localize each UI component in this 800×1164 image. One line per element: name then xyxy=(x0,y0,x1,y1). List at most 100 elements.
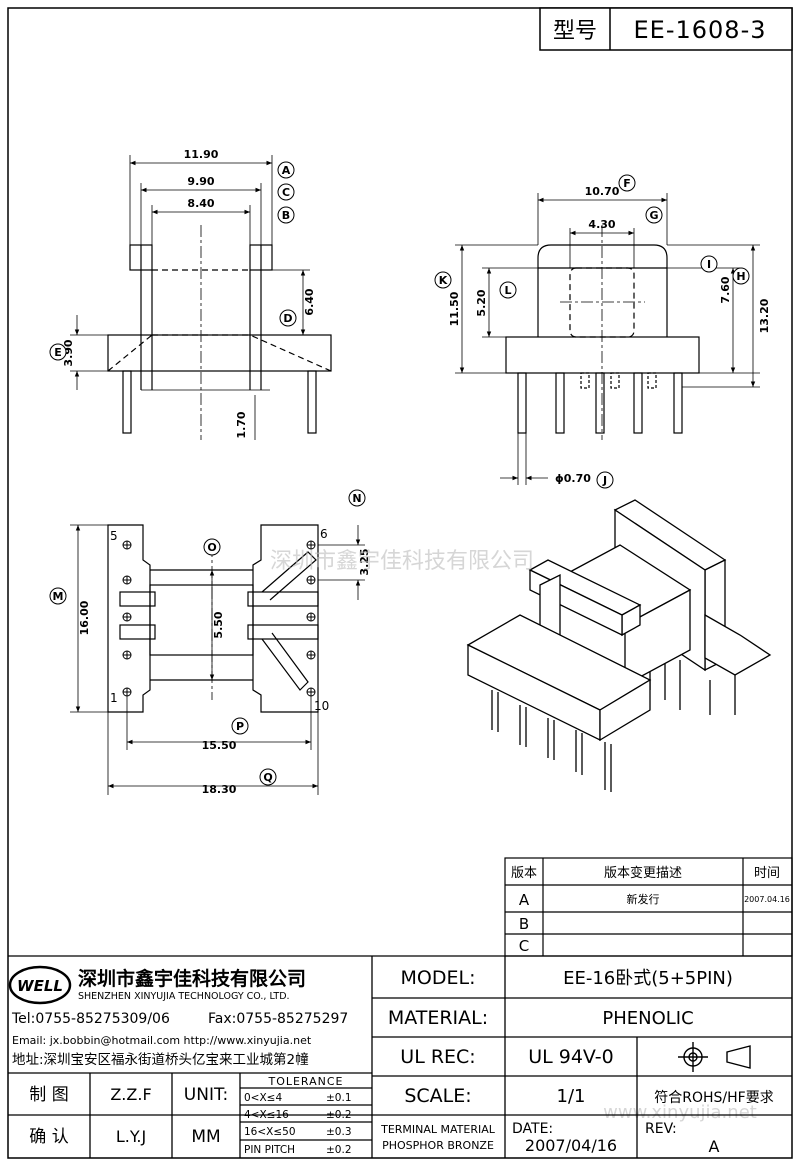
callout-h-marker xyxy=(732,267,750,285)
tolerance-value-3: ±0.3 xyxy=(326,1126,352,1138)
callout-p: P xyxy=(236,720,244,733)
side-dim-11-50: 11.50 xyxy=(448,291,461,326)
side-dim-phi: ϕ0.70 xyxy=(555,472,591,485)
callout-b-marker xyxy=(277,206,295,224)
callout-c-marker xyxy=(277,183,295,201)
callout-d-marker xyxy=(279,309,297,327)
tolerance-value-1: ±0.1 xyxy=(326,1092,352,1104)
front-dim-8-40: 8.40 xyxy=(187,197,214,210)
pin-5-label: 5 xyxy=(110,529,118,543)
confirm-label: 确 认 xyxy=(29,1127,68,1147)
tolerance-range-2: 4<X≤16 xyxy=(244,1109,289,1121)
confirm-value: L.Y.J xyxy=(116,1127,146,1146)
side-callouts: F G K L I H J xyxy=(434,174,750,489)
bottom-dim-16-00: 16.00 xyxy=(78,600,91,635)
callout-l: L xyxy=(504,284,511,297)
callout-d: D xyxy=(283,312,292,325)
callout-f: F xyxy=(623,177,631,190)
tolerance-value-2: ±0.2 xyxy=(326,1109,352,1121)
watermark-bottom: www.xinyujia.net xyxy=(603,1102,757,1123)
bottom-dim-3-25: 3.25 xyxy=(358,548,371,575)
front-dim-6-40: 6.40 xyxy=(303,288,316,315)
rohs-text: 符合ROHS/HF要求 xyxy=(654,1090,773,1106)
material-label: MATERIAL: xyxy=(388,1007,488,1029)
projection-symbol-icon xyxy=(678,1042,751,1072)
unit-value: MM xyxy=(191,1127,220,1147)
bottom-dim-15-50: 15.50 xyxy=(202,739,237,752)
side-dim-10-70: 10.70 xyxy=(585,185,620,198)
callout-i-marker xyxy=(700,255,718,273)
draw-value: Z.Z.F xyxy=(110,1085,151,1104)
company-fax: Fax:0755-85275297 xyxy=(208,1011,348,1027)
tolerance-range-3: 16<X≤50 xyxy=(244,1126,296,1138)
watermark-center: 深圳市鑫宇佳科技有限公司 xyxy=(270,549,534,574)
callout-n-marker xyxy=(348,489,366,507)
front-dim-3-90: 3.90 xyxy=(62,339,75,366)
callout-o-marker xyxy=(203,538,221,556)
callout-g: G xyxy=(649,209,658,222)
tolerance-range-4: PIN PITCH xyxy=(244,1144,295,1156)
ulrec-label: UL REC: xyxy=(400,1046,475,1068)
title-block xyxy=(8,955,792,1158)
rev-row-a-time: 2007.04.16 xyxy=(744,895,790,904)
tolerance-range-1: 0<X≤4 xyxy=(244,1092,282,1104)
date-label: DATE: xyxy=(512,1121,553,1137)
model-label: MODEL: xyxy=(401,967,476,989)
rev-header-version: 版本 xyxy=(511,866,537,881)
callout-o: O xyxy=(207,541,216,554)
callout-m: M xyxy=(53,590,64,603)
callout-e-marker xyxy=(49,343,67,361)
company-name-cn: 深圳市鑫宇佳科技有限公司 xyxy=(78,967,306,990)
callout-b: B xyxy=(282,209,290,222)
callout-h: H xyxy=(736,270,745,283)
rev-header-time: 时间 xyxy=(754,866,780,881)
callout-g-marker xyxy=(645,206,663,224)
isometric-view xyxy=(466,499,772,792)
pin-1-label: 1 xyxy=(110,691,118,705)
callout-f-marker xyxy=(618,174,636,192)
front-callouts: A C B D E xyxy=(49,161,297,361)
bottom-view xyxy=(70,524,365,795)
bottom-dim-5-50: 5.50 xyxy=(212,611,225,638)
rev-row-a-desc: 新发行 xyxy=(627,892,660,906)
rev-row-b-version: B xyxy=(519,915,529,933)
date-value: 2007/04/16 xyxy=(525,1136,617,1155)
header-model-box: 型号 EE-1608-3 xyxy=(539,7,793,51)
terminal-material-1: TERMINAL MATERIAL xyxy=(380,1123,496,1136)
bottom-dim-18-30: 18.30 xyxy=(202,783,237,796)
callout-c: C xyxy=(282,186,290,199)
sheet-border xyxy=(7,7,793,1159)
logo-text: WELL xyxy=(17,977,63,995)
side-dim-4-30: 4.30 xyxy=(588,218,615,231)
pin-10-label: 10 xyxy=(314,699,329,713)
callout-k-marker xyxy=(434,271,452,289)
company-logo: WELL xyxy=(8,965,72,1005)
company-tel: Tel:0755-85275309/06 xyxy=(11,1011,170,1027)
unit-label: UNIT: xyxy=(184,1085,228,1105)
callout-i: I xyxy=(707,258,711,271)
side-dim-7-60: 7.60 xyxy=(719,276,732,303)
revision-table xyxy=(504,857,793,957)
tolerance-value-4: ±0.2 xyxy=(326,1144,352,1156)
scale-label: SCALE: xyxy=(404,1085,471,1107)
front-view xyxy=(70,155,332,440)
callout-a-marker xyxy=(277,161,295,179)
callout-j-marker xyxy=(596,471,614,489)
bottom-callouts: M O N P Q xyxy=(49,489,366,786)
callout-m-marker xyxy=(49,587,67,605)
company-name-en: SHENZHEN XINYUJIA TECHNOLOGY CO., LTD. xyxy=(78,991,290,1002)
rev-row-a-version: A xyxy=(519,891,530,909)
front-dim-9-90: 9.90 xyxy=(187,175,214,188)
tolerance-title: TOLERANCE xyxy=(267,1075,343,1088)
rev-header-desc: 版本变更描述 xyxy=(604,865,682,881)
rev-label: REV: xyxy=(645,1121,677,1137)
rev-value: A xyxy=(709,1137,720,1156)
scale-value: 1/1 xyxy=(557,1086,586,1107)
callout-l-marker xyxy=(499,281,517,299)
callout-k: K xyxy=(439,274,448,287)
side-view xyxy=(455,193,760,485)
callout-n: N xyxy=(352,492,361,505)
front-dim-11-90: 11.90 xyxy=(184,148,219,161)
callout-a: A xyxy=(282,164,291,177)
